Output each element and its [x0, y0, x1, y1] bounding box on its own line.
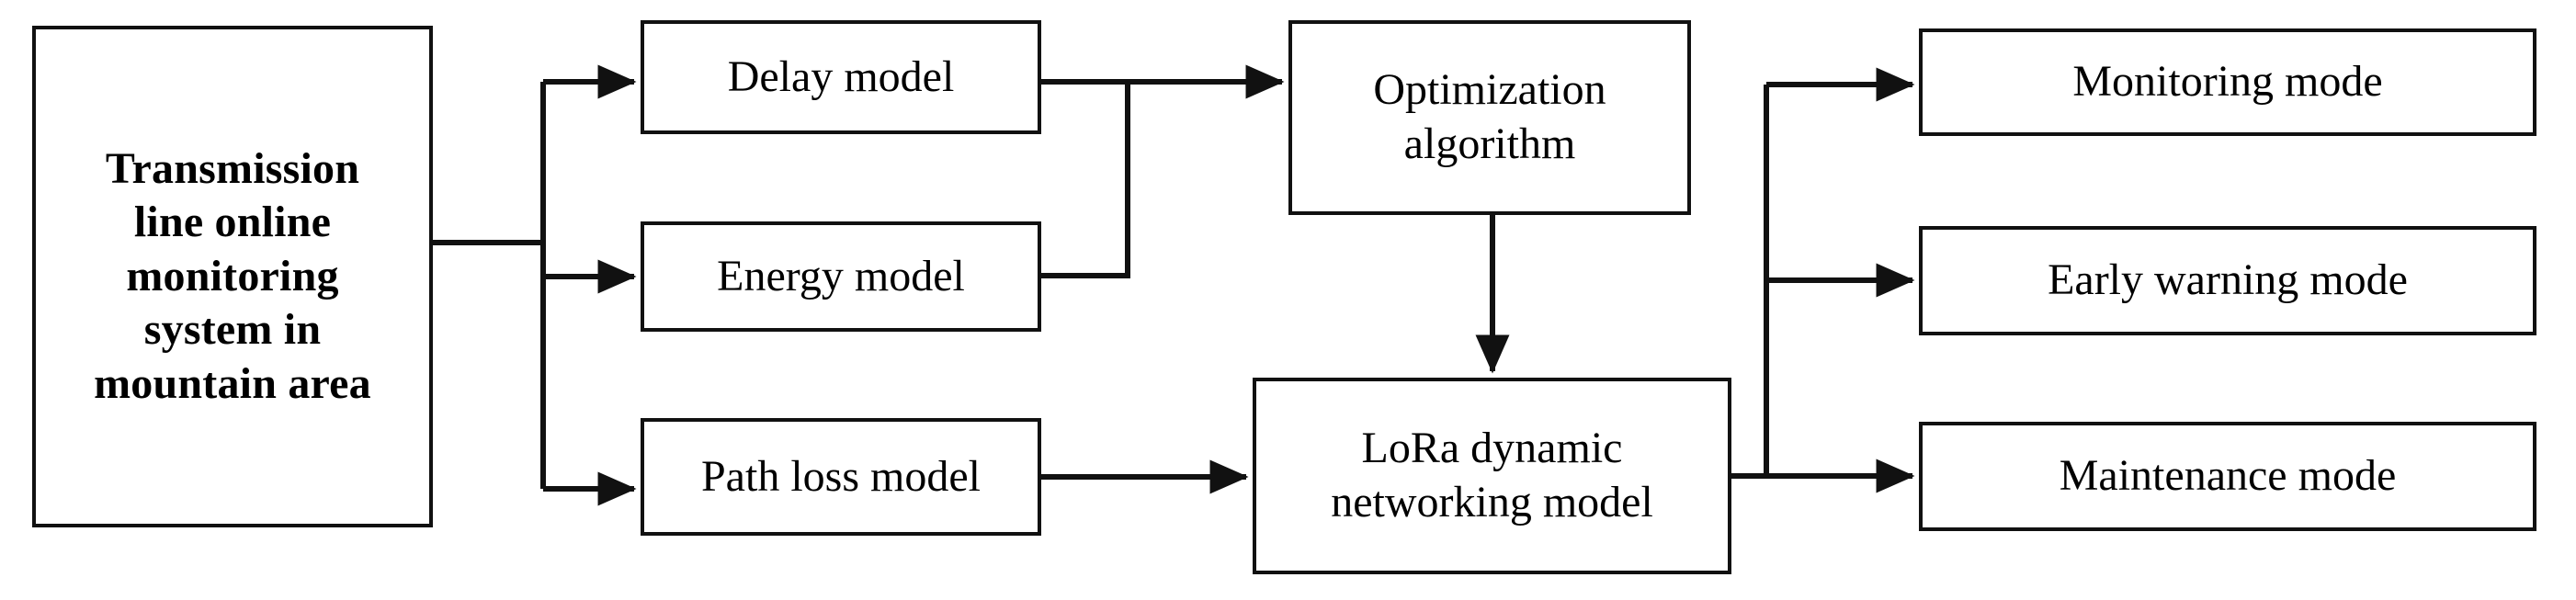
node-lora-dynamic-networking-model[interactable]: LoRa dynamic networking model: [1253, 378, 1731, 574]
edge-energy-model-to-merge: [1041, 82, 1130, 278]
node-label-delay-model: Delay model: [727, 51, 955, 101]
node-label-transmission-line-system: Transmission line online monitoring syst…: [94, 143, 371, 408]
node-energy-model[interactable]: Energy model: [641, 221, 1041, 332]
node-label-early-warning-mode: Early warning mode: [2048, 255, 2408, 305]
node-label-maintenance-mode: Maintenance mode: [2059, 451, 2397, 501]
node-label-optimization-algorithm: Optimization algorithm: [1373, 65, 1606, 168]
node-label-energy-model: Energy model: [717, 251, 965, 300]
node-optimization-algorithm[interactable]: Optimization algorithm: [1288, 20, 1691, 215]
node-monitoring-mode[interactable]: Monitoring mode: [1919, 28, 2536, 136]
node-label-monitoring-mode: Monitoring mode: [2072, 57, 2383, 107]
node-transmission-line-system[interactable]: Transmission line online monitoring syst…: [32, 26, 433, 527]
node-path-loss-model[interactable]: Path loss model: [641, 418, 1041, 536]
node-delay-model[interactable]: Delay model: [641, 20, 1041, 134]
node-label-path-loss-model: Path loss model: [700, 451, 981, 501]
node-early-warning-mode[interactable]: Early warning mode: [1919, 226, 2536, 335]
node-maintenance-mode[interactable]: Maintenance mode: [1919, 422, 2536, 531]
node-label-lora-dynamic-networking-model: LoRa dynamic networking model: [1331, 424, 1653, 526]
